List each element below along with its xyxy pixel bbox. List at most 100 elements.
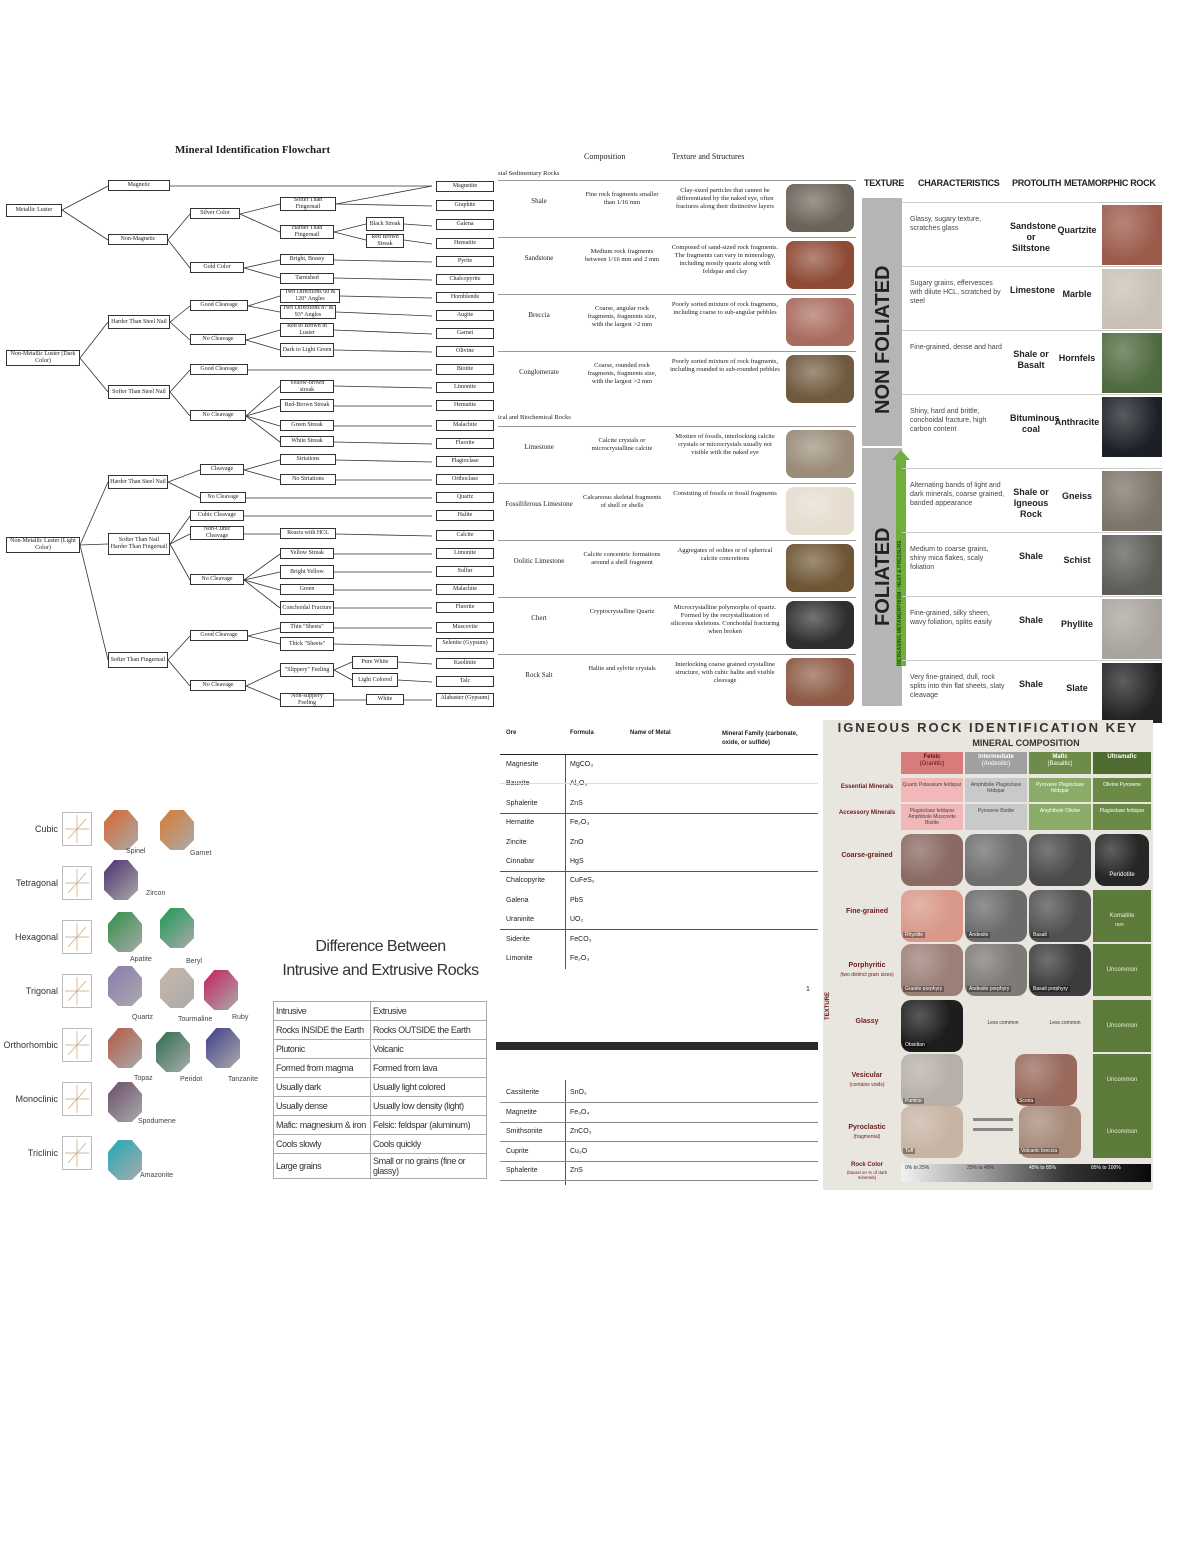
ore-formula: MgCO₃ [570,761,594,768]
rock-name: Conglomerate [519,368,559,376]
foliated-band [862,448,902,706]
ultramafic-cell: Uncommon [1093,1054,1151,1106]
rock-name: Uncommon [1106,1077,1138,1083]
mineral-box: Fluorite [436,438,494,449]
node-red-brown-streak: Red-Brown Streak [280,399,334,412]
mineral-box: Hornblende [436,292,494,303]
rock-name: Peridotite [1109,872,1135,878]
crystal-lattice-icon [62,1136,92,1170]
ore-row-line [500,783,818,784]
node-silver-color: Silver Color [190,208,240,219]
mineral-box: Halite [436,510,494,521]
rock-name: Uncommon [1106,1129,1138,1135]
igneous-key: IGNEOUS ROCK IDENTIFICATION KEY MINERAL … [823,720,1153,1190]
ore-name: Smithsonite [506,1128,543,1135]
color-scale-label: 0% to 25% [905,1165,930,1171]
mineral-column-header: Intermediate(Andesitic) [965,752,1027,774]
ore-formula: Cu₂O [570,1147,588,1155]
ore-row-line [500,1160,818,1162]
mineral-box: Plagioclase [436,456,494,467]
ore-head-ore: Ore [506,730,517,736]
meta-rock-name: Anthracite [1054,417,1100,427]
meta-rock-name: Schist [1063,555,1091,565]
ultramafic-cell: Uncommon [1093,944,1151,996]
ore-header-line [500,754,818,755]
rock-name: Basalt porphyry [1031,986,1070,992]
igneous-rock-photo [901,890,963,942]
gem-crystal-icon [160,968,194,1008]
rock-texture: Poorly sorted mixture of rock fragments,… [670,358,780,373]
ore-head-family: Mineral Family (carbonate, oxide, or sul… [722,731,798,746]
node-bright-brassy: Bright, Brassy [280,254,334,265]
rock-composition: Halite and sylvite crystals [588,665,656,672]
rock-photo [786,298,854,346]
node-two-dir-90: Two Directions 87 & 93° Angles [280,305,336,319]
intrusive-cell: Formed from magma [273,1058,371,1078]
meta-protolith: Bituminous coal [1010,413,1060,434]
gem-label: Zircon [146,890,166,897]
meta-row: Fine-grained, silky sheen, wavy foliatio… [902,596,1162,660]
node-no-cleavage-4: No Cleavage [190,574,244,585]
rock-composition: Calcite crystals or microcrystalline cal… [591,437,653,452]
node-no-cleavage-2: No Cleavage [190,410,246,421]
color-scale-label: 45% to 85% [1029,1165,1056,1171]
gem-label: Garnet [190,850,212,857]
mineral-box: Pyrite [436,256,494,267]
ore-table: Ore Formula Name of Metal Mineral Family… [496,728,818,1188]
node-harder-steel: Harder Than Steel Nail [108,315,170,329]
ore-formula: Fe₂O₃ [570,819,590,827]
rock-name: Rhyolite [903,932,926,938]
extrusive-cell: Volcanic [370,1039,487,1059]
rock-name: Pumice [903,1098,924,1104]
mineral-box: Limonite [436,382,494,393]
node-gold-color: Gold Color [190,262,244,273]
meta-characteristics: Shiny, hard and brittle, conchoidal frac… [910,408,987,433]
rock-name: Volcanic breccia [1019,1148,1060,1154]
intrusive-cell: Mafic: magnesium & iron [273,1115,371,1135]
node-non-cubic: Non-Cubic Cleavage [190,526,244,540]
ore-black-bar [496,1042,818,1050]
gem-crystal-icon [108,1140,142,1180]
meta-characteristics: Glassy, sugary texture, scratches glass [910,216,982,232]
meta-rock-name: Marble [1062,289,1092,299]
ore-head-metal: Name of Metal [630,730,671,736]
ie-title: Difference Between Intrusive and Extrusi… [273,935,488,983]
meta-characteristics: Alternating bands of light and dark mine… [910,482,1005,507]
gem-crystal-icon [108,1082,142,1122]
ore-formula: Fe₂O₃ [570,955,590,962]
node-conchoidal: Conchoidal Fracture [280,601,334,615]
meta-protolith: Shale or Igneous Rock [1013,487,1049,519]
mineral-box: Talc [436,676,494,687]
igneous-rock-photo [1095,834,1149,886]
rock-composition: Coarse, rounded rock fragments, fragment… [587,362,657,385]
crystal-system-label: Orthorhombic [3,1040,58,1050]
crystal-lattice-icon [62,812,92,846]
crystal-lattice-icon [62,974,92,1008]
meta-rock-photo [1102,333,1162,393]
arrow-line [973,1128,1013,1131]
rock-name: Scoria [1017,1098,1036,1104]
ore-name: Hematite [506,819,535,827]
head-texture: TEXTURE [864,178,904,188]
node-softer-steel: Softer Than Steel Nail [108,385,170,399]
texture-label: Fine-grained [845,908,888,915]
extrusive-cell: Usually low density (light) [370,1096,487,1116]
rock-texture: Mixture of fossils, interlocking calcite… [675,433,775,456]
intrusive-cell: Plutonic [273,1039,371,1059]
ore-name: Limonite [506,955,533,962]
rock-color-scale [901,1164,1151,1182]
igneous-rock-photo [901,1106,963,1158]
essential-minerals: Pyroxene Plagioclase feldspar [1029,778,1091,802]
mineral-box: Quartz [436,492,494,503]
meta-row: Sugary grains, effervesces with dilute H… [902,266,1162,330]
less-common-note: Less common [987,1020,1019,1026]
column-sub: (Basaltic) [1047,761,1073,767]
mineral-box: Calcite [436,530,494,541]
